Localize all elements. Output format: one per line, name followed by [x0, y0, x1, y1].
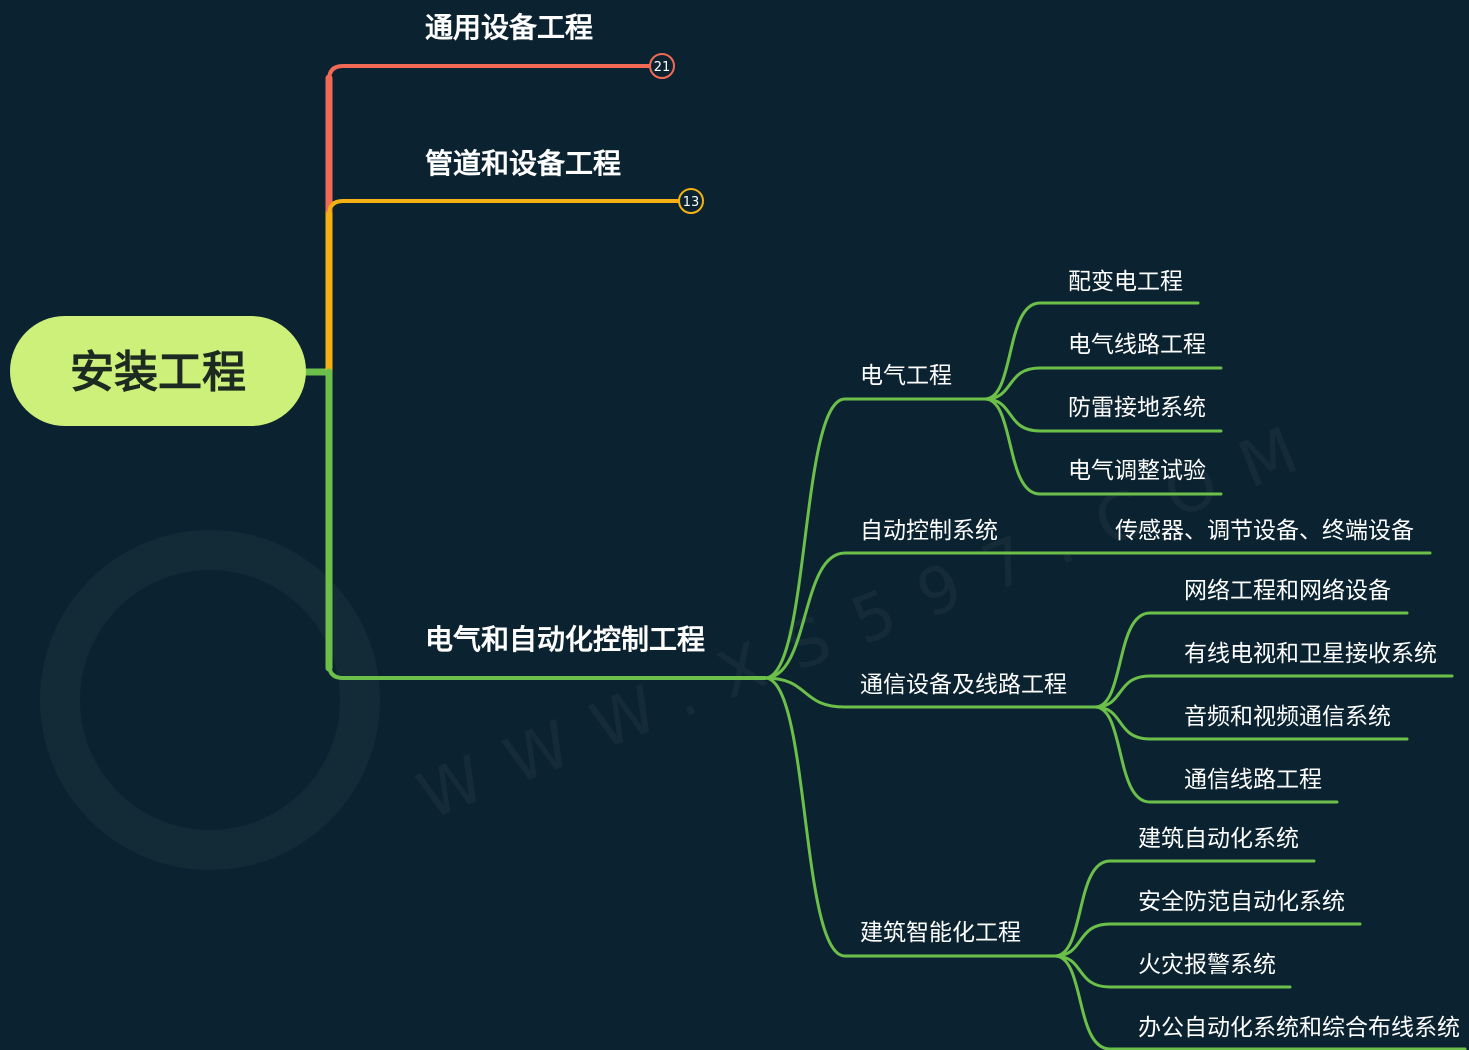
edge-building-leaf-3: [1053, 954, 1467, 1050]
badge-circle: [678, 188, 704, 214]
edge-auto-control: [763, 551, 1432, 680]
edge-communication-leaf-0: [1093, 611, 1409, 709]
node-communication[interactable]: 通信设备及线路工程: [860, 672, 1067, 698]
collapse-badge-general-equipment[interactable]: 21: [649, 53, 675, 79]
edge-communication-leaf-2: [1093, 705, 1409, 741]
branch-underline-orange: [327, 199, 681, 217]
edge-electrical-leaf-1: [983, 366, 1223, 401]
node-label: 建筑智能化工程: [860, 920, 1021, 946]
badge-circle: [649, 53, 675, 79]
leaf-distribution[interactable]: 配变电工程: [1068, 269, 1183, 295]
branch-label: 通用设备工程: [425, 11, 593, 44]
leaf-fire-alarm[interactable]: 火灾报警系统: [1138, 952, 1276, 978]
edge-building-leaf-2: [1053, 954, 1292, 989]
root-node[interactable]: 安装工程: [10, 316, 306, 426]
leaf-cable-tv[interactable]: 有线电视和卫星接收系统: [1184, 641, 1437, 667]
edge-electrical-leaf-3: [983, 397, 1223, 496]
edge-electrical-leaf-2: [983, 397, 1223, 433]
leaf-wiring[interactable]: 电气线路工程: [1068, 332, 1206, 358]
edge-electrical: [763, 397, 987, 680]
edge-building-leaf-1: [1053, 922, 1362, 958]
root-node-label: 安装工程: [70, 347, 246, 398]
edge-building: [763, 676, 1057, 958]
leaf-av-communication[interactable]: 音频和视频通信系统: [1184, 704, 1391, 730]
leaf-building-automation[interactable]: 建筑自动化系统: [1138, 826, 1299, 852]
badge-count: 13: [683, 195, 700, 210]
node-electrical[interactable]: 电气工程: [860, 363, 952, 389]
node-label: 电气工程: [860, 363, 952, 389]
edge-communication: [763, 676, 1097, 709]
leaf-network[interactable]: 网络工程和网络设备: [1184, 578, 1391, 604]
branch-pipe-equipment[interactable]: 管道和设备工程: [425, 147, 621, 180]
collapse-badge-pipe-equipment[interactable]: 13: [678, 188, 704, 214]
branch-underline-red: [327, 64, 652, 82]
node-label: 通信设备及线路工程: [860, 672, 1067, 698]
leaf-sensors[interactable]: 传感器、调节设备、终端设备: [1115, 518, 1414, 544]
branch-label: 电气和自动化控制工程: [425, 623, 705, 656]
node-label: 自动控制系统: [860, 518, 998, 544]
branch-electrical-automation[interactable]: 电气和自动化控制工程: [425, 623, 705, 656]
branch-label: 管道和设备工程: [425, 147, 621, 180]
leaf-comm-lines[interactable]: 通信线路工程: [1184, 767, 1322, 793]
badge-count: 21: [654, 60, 671, 75]
edge-building-leaf-0: [1053, 859, 1316, 958]
leaf-electrical-testing[interactable]: 电气调整试验: [1068, 458, 1206, 484]
root-node-shape: [10, 316, 306, 426]
leaf-security[interactable]: 安全防范自动化系统: [1138, 889, 1345, 915]
node-auto-control[interactable]: 自动控制系统: [860, 518, 998, 544]
connector-lines: [302, 64, 1467, 1050]
leaf-office-automation[interactable]: 办公自动化系统和综合布线系统: [1138, 1015, 1460, 1041]
edge-electrical-leaf-0: [983, 301, 1200, 401]
branch-general-equipment[interactable]: 通用设备工程: [425, 11, 593, 44]
leaf-lightning-grounding[interactable]: 防雷接地系统: [1068, 395, 1206, 421]
branch-underline-green: [327, 662, 767, 680]
node-building-intelligent[interactable]: 建筑智能化工程: [860, 920, 1021, 946]
edge-communication-leaf-3: [1093, 705, 1339, 804]
edge-communication-leaf-1: [1093, 674, 1454, 709]
